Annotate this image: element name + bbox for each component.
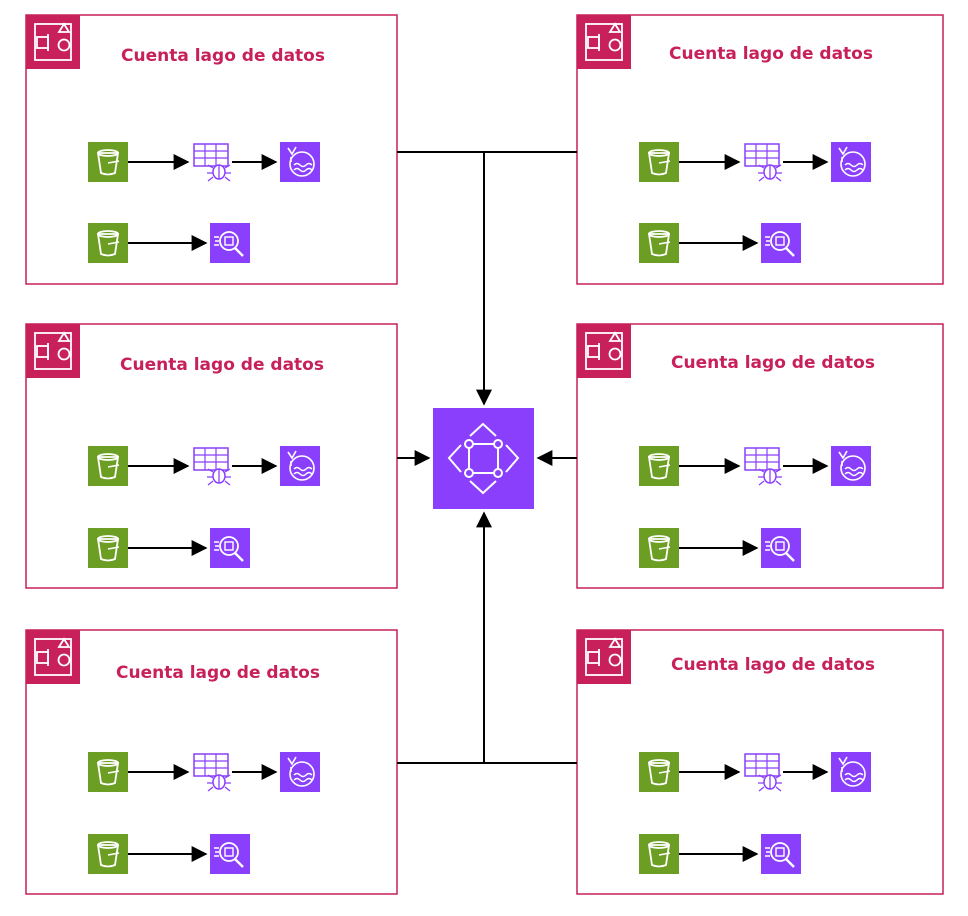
glue-crawler-icon: [193, 447, 231, 486]
s3-bucket-icon: [88, 223, 128, 263]
hub-connectors: [397, 151, 577, 764]
lake-formation-catalog-icon: [831, 752, 871, 792]
athena-query-icon: [761, 834, 801, 874]
account-group-icon: [26, 630, 80, 684]
account-title: Cuenta lago de datos: [671, 353, 875, 373]
athena-query-icon: [210, 834, 250, 874]
s3-bucket-icon: [88, 528, 128, 568]
account-title: Cuenta lago de datos: [669, 44, 873, 64]
glue-crawler-icon: [744, 753, 782, 792]
athena-query-icon: [210, 528, 250, 568]
s3-bucket-icon: [639, 834, 679, 874]
glue-crawler-icon: [744, 447, 782, 486]
lake-formation-central-icon: [433, 408, 534, 509]
lake-formation-catalog-icon: [280, 142, 320, 182]
s3-bucket-icon: [88, 752, 128, 792]
lake-formation-catalog-icon: [280, 446, 320, 486]
glue-crawler-icon: [193, 143, 231, 182]
account-title: Cuenta lago de datos: [671, 655, 875, 675]
s3-bucket-icon: [88, 834, 128, 874]
lake-formation-catalog-icon: [831, 142, 871, 182]
s3-bucket-icon: [88, 142, 128, 182]
account-group-icon: [577, 15, 631, 69]
account-group-icon: [577, 630, 631, 684]
athena-query-icon: [761, 528, 801, 568]
account-title: Cuenta lago de datos: [120, 355, 324, 375]
s3-bucket-icon: [639, 528, 679, 568]
account-title: Cuenta lago de datos: [116, 663, 320, 683]
athena-query-icon: [210, 223, 250, 263]
lake-formation-catalog-icon: [280, 752, 320, 792]
athena-query-icon: [761, 223, 801, 263]
glue-crawler-icon: [193, 753, 231, 792]
s3-bucket-icon: [639, 142, 679, 182]
s3-bucket-icon: [639, 446, 679, 486]
glue-crawler-icon: [744, 143, 782, 182]
account-title: Cuenta lago de datos: [121, 46, 325, 66]
s3-bucket-icon: [88, 446, 128, 486]
account-group-icon: [26, 15, 80, 69]
s3-bucket-icon: [639, 752, 679, 792]
account-group-icon: [26, 324, 80, 378]
account-pipelines: [88, 142, 871, 874]
s3-bucket-icon: [639, 223, 679, 263]
account-group-icon: [577, 324, 631, 378]
lake-formation-catalog-icon: [831, 446, 871, 486]
